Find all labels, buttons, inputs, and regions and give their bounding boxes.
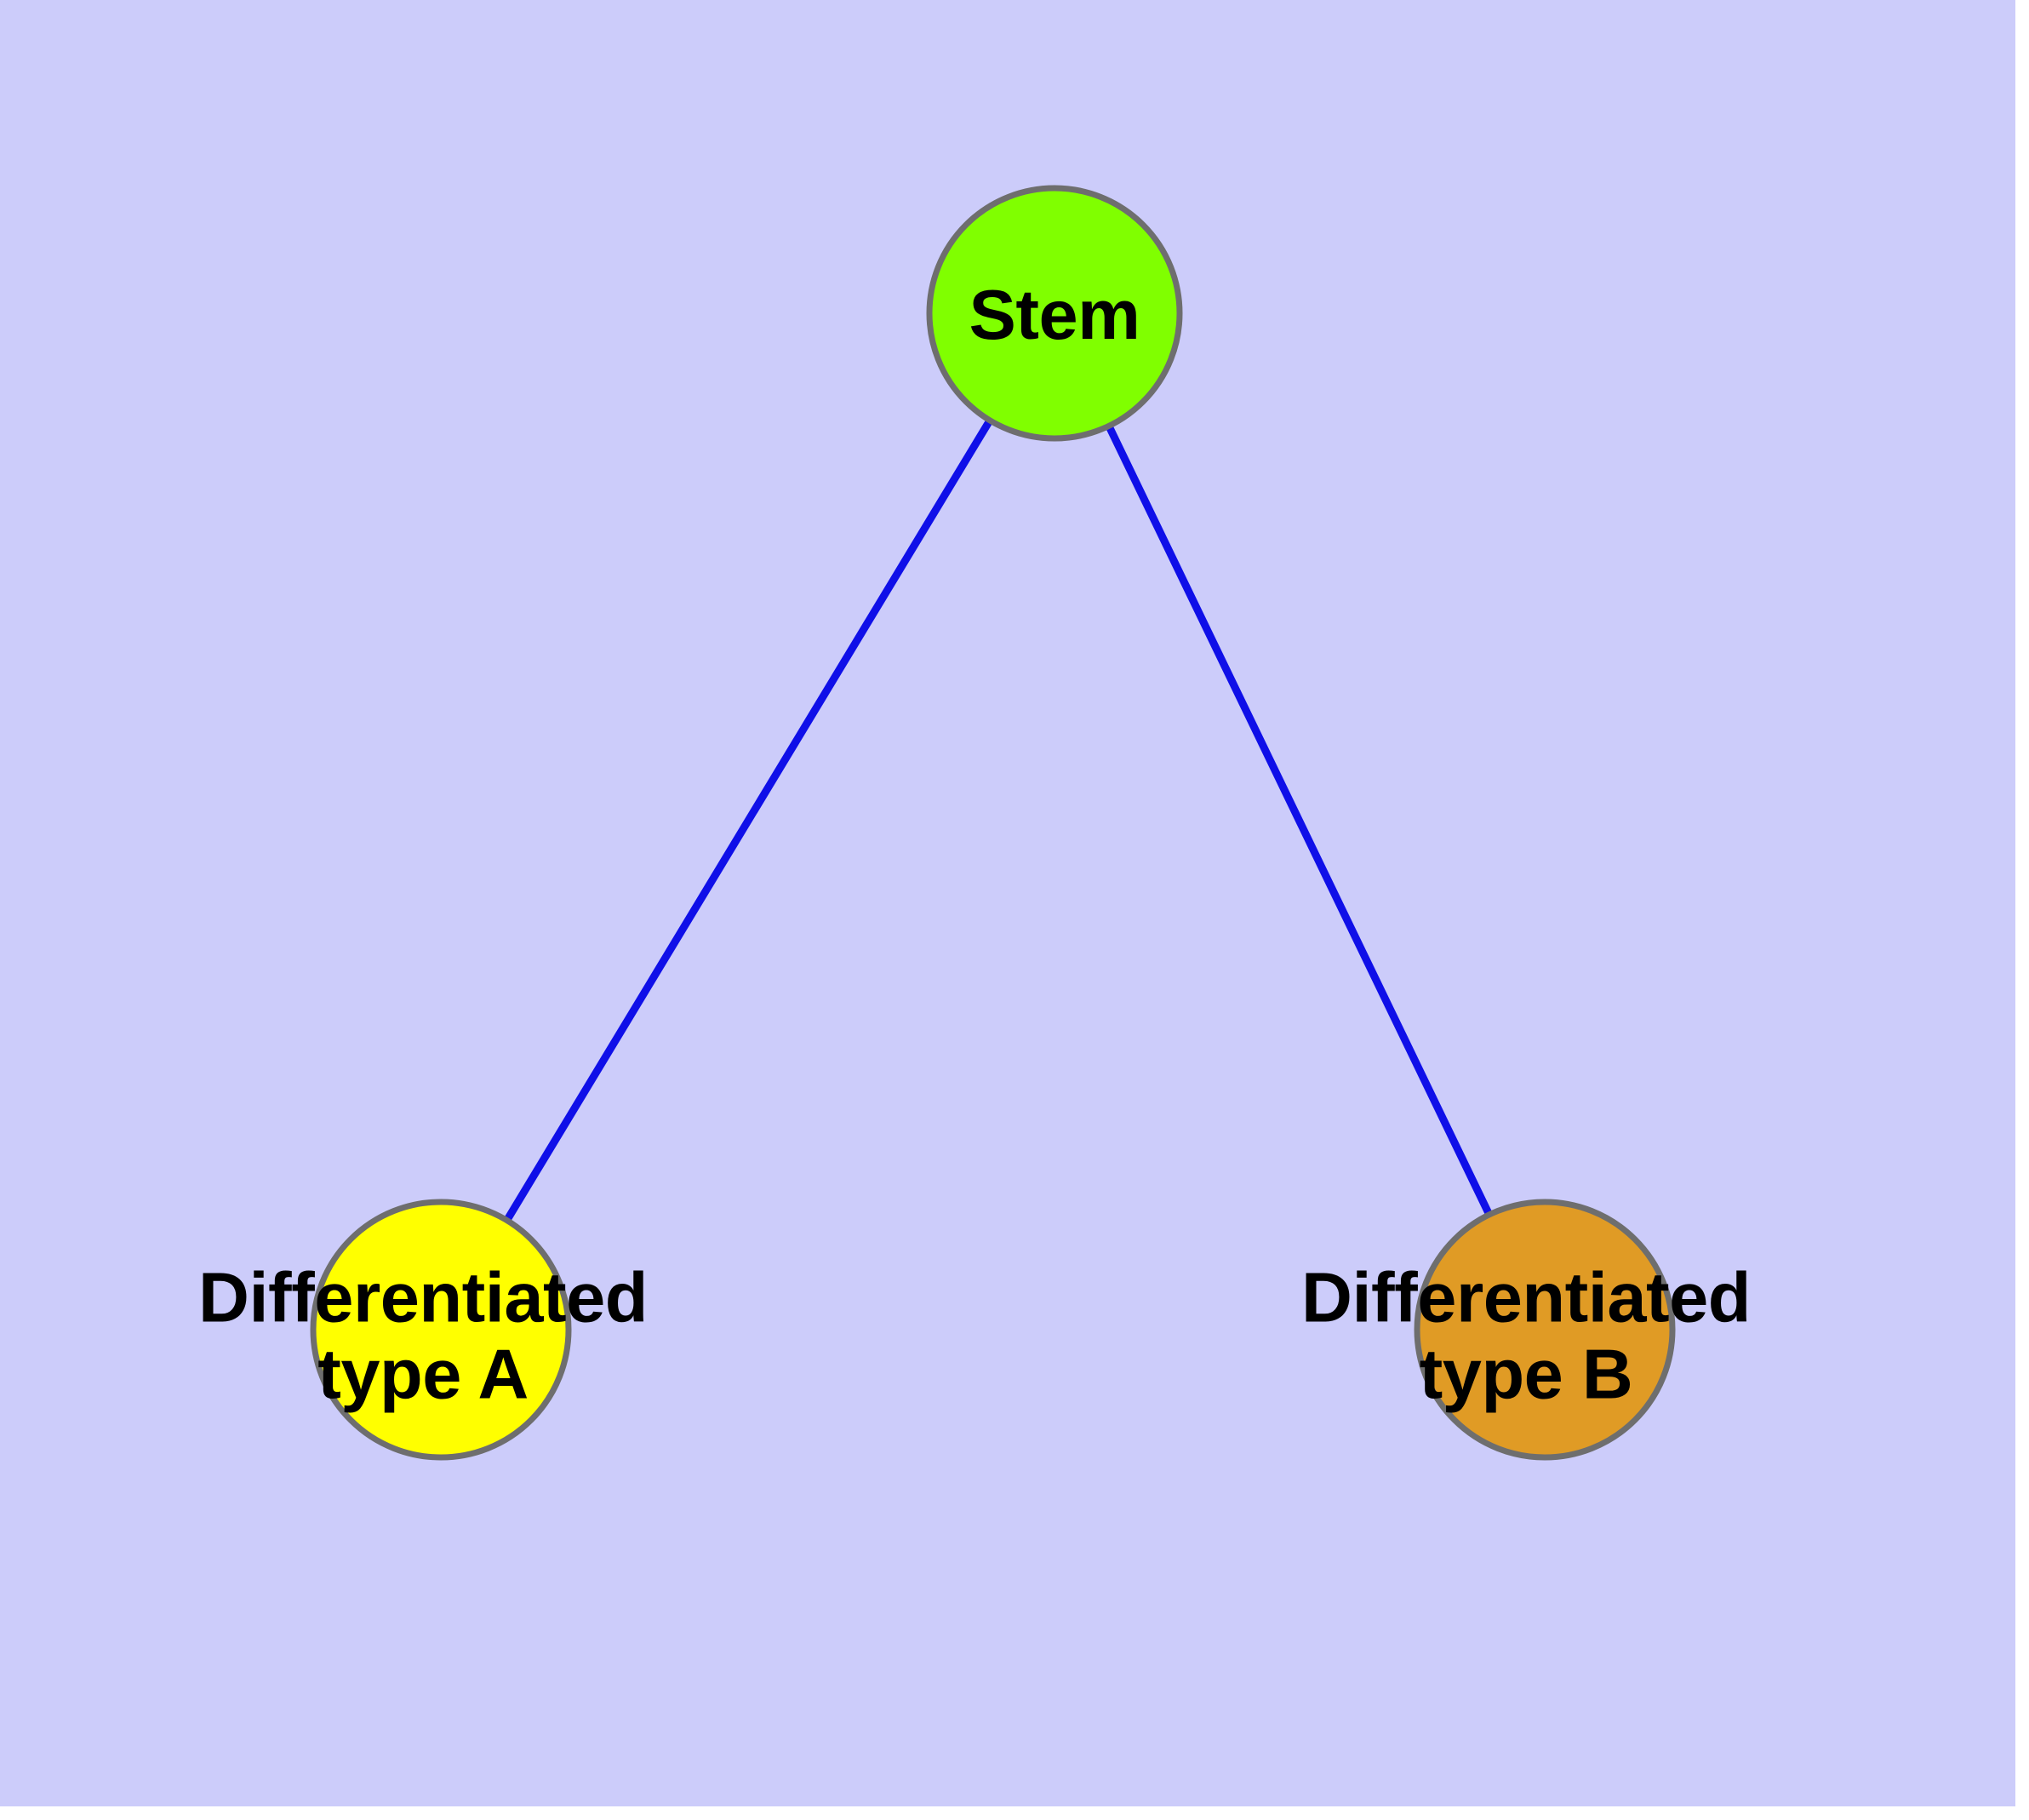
edge-stem-to-differentiated-type-a [505, 421, 992, 1221]
node-stem[interactable] [926, 185, 1183, 442]
nodes-group [310, 185, 1676, 1461]
edge-stem-to-differentiated-type-b [1106, 426, 1492, 1215]
edges-group [505, 421, 1492, 1221]
node-differentiated-type-a[interactable] [310, 1199, 572, 1461]
node-differentiated-type-b[interactable] [1414, 1199, 1676, 1461]
